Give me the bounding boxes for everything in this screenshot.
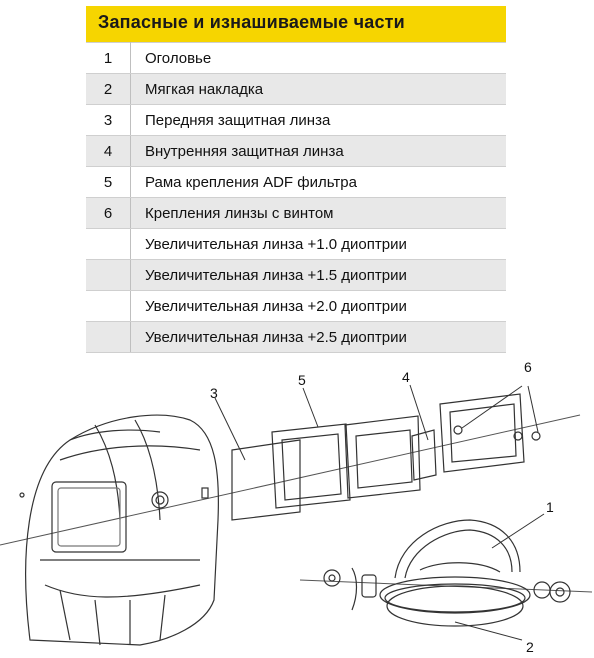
leader-line-2 xyxy=(454,621,523,641)
leader-line-5 xyxy=(302,387,319,428)
callout-6: 6 xyxy=(524,359,532,375)
table-row: Увеличительная линза +2.0 диоптрии xyxy=(86,290,506,322)
part-number: 3 xyxy=(86,104,131,136)
table-row: 5 Рама крепления ADF фильтра xyxy=(86,166,506,198)
leader-line-3 xyxy=(214,397,246,461)
part-number: 5 xyxy=(86,166,131,198)
callout-4: 4 xyxy=(402,369,410,385)
part-number: 2 xyxy=(86,73,131,105)
assembly-axis-line xyxy=(0,414,581,546)
callout-2: 2 xyxy=(526,639,534,655)
table-row: Увеличительная линза +2.5 диоптрии xyxy=(86,321,506,353)
part-number xyxy=(86,321,131,353)
part-name: Увеличительная линза +2.5 диоптрии xyxy=(130,321,506,353)
part-name: Увеличительная линза +1.5 диоптрии xyxy=(130,259,506,291)
inner-lens-drawing xyxy=(411,429,437,481)
callout-5: 5 xyxy=(298,372,306,388)
parts-header: Запасные и изнашиваемые части xyxy=(86,6,506,42)
leader-line-6b xyxy=(527,385,539,433)
part-name: Мягкая накладка xyxy=(130,73,506,105)
part-name: Внутренняя защитная линза xyxy=(130,135,506,167)
part-name: Рама крепления ADF фильтра xyxy=(130,166,506,198)
table-row: 2 Мягкая накладка xyxy=(86,73,506,105)
table-row: 1 Оголовье xyxy=(86,42,506,74)
part-name: Увеличительная линза +2.0 диоптрии xyxy=(130,290,506,322)
part-name: Увеличительная линза +1.0 диоптрии xyxy=(130,228,506,260)
part-number: 1 xyxy=(86,42,131,74)
table-row: 3 Передняя защитная линза xyxy=(86,104,506,136)
table-row: 6 Крепления линзы с винтом xyxy=(86,197,506,229)
part-number xyxy=(86,259,131,291)
exploded-view-diagram: 3 5 4 6 1 2 xyxy=(0,359,593,655)
part-name: Оголовье xyxy=(130,42,506,74)
leader-line-1 xyxy=(491,513,545,549)
table-row: Увеличительная линза +1.0 диоптрии xyxy=(86,228,506,260)
leader-line-4 xyxy=(409,384,429,441)
part-name: Крепления линзы с винтом xyxy=(130,197,506,229)
part-number xyxy=(86,228,131,260)
part-number xyxy=(86,290,131,322)
parts-table: 1 Оголовье 2 Мягкая накладка 3 Передняя … xyxy=(86,42,506,353)
front-lens-drawing xyxy=(231,439,301,521)
part-name: Передняя защитная линза xyxy=(130,104,506,136)
table-row: 4 Внутренняя защитная линза xyxy=(86,135,506,167)
helmet-shell-drawing xyxy=(19,414,219,646)
part-number: 4 xyxy=(86,135,131,167)
adf-cartridge-drawing xyxy=(344,415,421,499)
callout-3: 3 xyxy=(210,385,218,401)
headgear-drawing xyxy=(323,519,571,627)
adf-frame-drawing xyxy=(271,423,351,509)
leader-line-6a xyxy=(461,385,523,429)
lens-holder-drawing xyxy=(439,393,541,473)
callout-1: 1 xyxy=(546,499,554,515)
parts-title: Запасные и изнашиваемые части xyxy=(98,12,405,32)
part-number: 6 xyxy=(86,197,131,229)
table-row: Увеличительная линза +1.5 диоптрии xyxy=(86,259,506,291)
